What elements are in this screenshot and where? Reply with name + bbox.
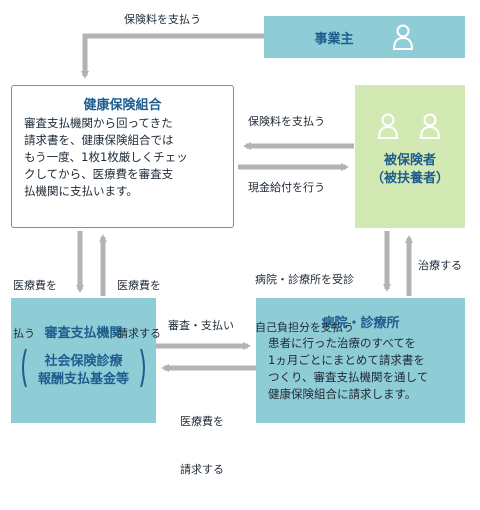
label-line: 請求する bbox=[117, 327, 161, 340]
label-line: 自己負担分を支払う bbox=[255, 321, 354, 334]
hospital-description: 患者に行った治療のすべてを 1ヵ月ごとにまとめて請求書を つくり、審査支払機関を… bbox=[268, 335, 460, 403]
employer-box: 事業主 bbox=[264, 16, 465, 58]
label-line: 病院・診療所を受診 bbox=[255, 273, 354, 286]
arrow-employer-to-insurer bbox=[81, 33, 265, 79]
health-insurance-flow-diagram: 事業主 健康保険組合 審査支払機関から回ってきた 請求書を、健康保険組合では も… bbox=[11, 13, 465, 476]
label-hospital-to-insured: 治療する bbox=[418, 259, 462, 272]
label-review-to-hospital: 審査・支払い bbox=[168, 319, 234, 332]
insurer-line: 払機関に支払います。 bbox=[24, 184, 138, 198]
label-line: 請求する bbox=[180, 463, 224, 476]
person-icon bbox=[377, 113, 399, 139]
label-line: 医療費を bbox=[117, 279, 161, 292]
hospital-box: 病院・診療所 患者に行った治療のすべてを 1ヵ月ごとにまとめて請求書を つくり、… bbox=[256, 298, 465, 423]
review-agency-subtitle-line: 報酬支払基金等 bbox=[37, 372, 129, 387]
label-line: 医療費を bbox=[13, 279, 57, 292]
insurer-line: 審査支払機関から回ってきた bbox=[24, 116, 173, 130]
person-icon bbox=[419, 113, 441, 139]
insured-title: 被保険者 bbox=[383, 153, 436, 168]
review-agency-title: 審査支払機関 bbox=[44, 326, 123, 341]
review-agency-subtitle-line: 社会保険診療 bbox=[44, 354, 123, 369]
insurer-line: クしてから、医療費を審査支 bbox=[24, 167, 174, 181]
label-insurer-to-review: 医療費を 払う bbox=[13, 246, 57, 374]
insurer-line: もう一度、1枚1枚厳しくチェッ bbox=[24, 150, 188, 164]
hospital-line: 1ヵ月ごとにまとめて請求書を bbox=[268, 353, 425, 367]
label-insurer-to-insured: 現金給付を行う bbox=[248, 181, 325, 194]
insurer-box: 健康保険組合 審査支払機関から回ってきた 請求書を、健康保険組合では もう一度、… bbox=[11, 85, 234, 228]
label-line: 払う bbox=[13, 327, 35, 340]
bracket-left bbox=[22, 348, 27, 388]
insured-box: 被保険者 （被扶養者） bbox=[355, 85, 465, 228]
hospital-line: つくり、審査支払機関を通して bbox=[268, 370, 429, 384]
label-employer-to-insurer: 保険料を支払う bbox=[124, 13, 201, 26]
person-icon bbox=[392, 24, 414, 50]
review-agency-box: 審査支払機関 社会保険診療 報酬支払基金等 bbox=[11, 298, 156, 423]
hospital-line: 健康保険組合に請求します。 bbox=[268, 387, 417, 401]
bracket-right bbox=[140, 348, 145, 388]
employer-title: 事業主 bbox=[314, 32, 354, 47]
flow-arrows bbox=[76, 33, 413, 372]
label-insured-to-insurer: 保険料を支払う bbox=[248, 115, 325, 128]
label-line: 医療費を bbox=[180, 415, 224, 428]
insurer-description: 審査支払機関から回ってきた 請求書を、健康保険組合では もう一度、1枚1枚厳しく… bbox=[24, 115, 229, 200]
label-insured-to-hospital: 病院・診療所を受診 自己負担分を支払う bbox=[255, 240, 354, 368]
insured-subtitle: （被扶養者） bbox=[370, 171, 449, 186]
hospital-title: 病院・診療所 bbox=[321, 316, 400, 331]
insurer-title: 健康保険組合 bbox=[83, 98, 162, 113]
hospital-line: 患者に行った治療のすべてを bbox=[268, 336, 417, 350]
insurer-line: 請求書を、健康保険組合では bbox=[24, 133, 174, 147]
label-hospital-to-review: 医療費を 請求する bbox=[180, 382, 224, 510]
label-review-to-insurer: 医療費を 請求する bbox=[117, 246, 161, 374]
